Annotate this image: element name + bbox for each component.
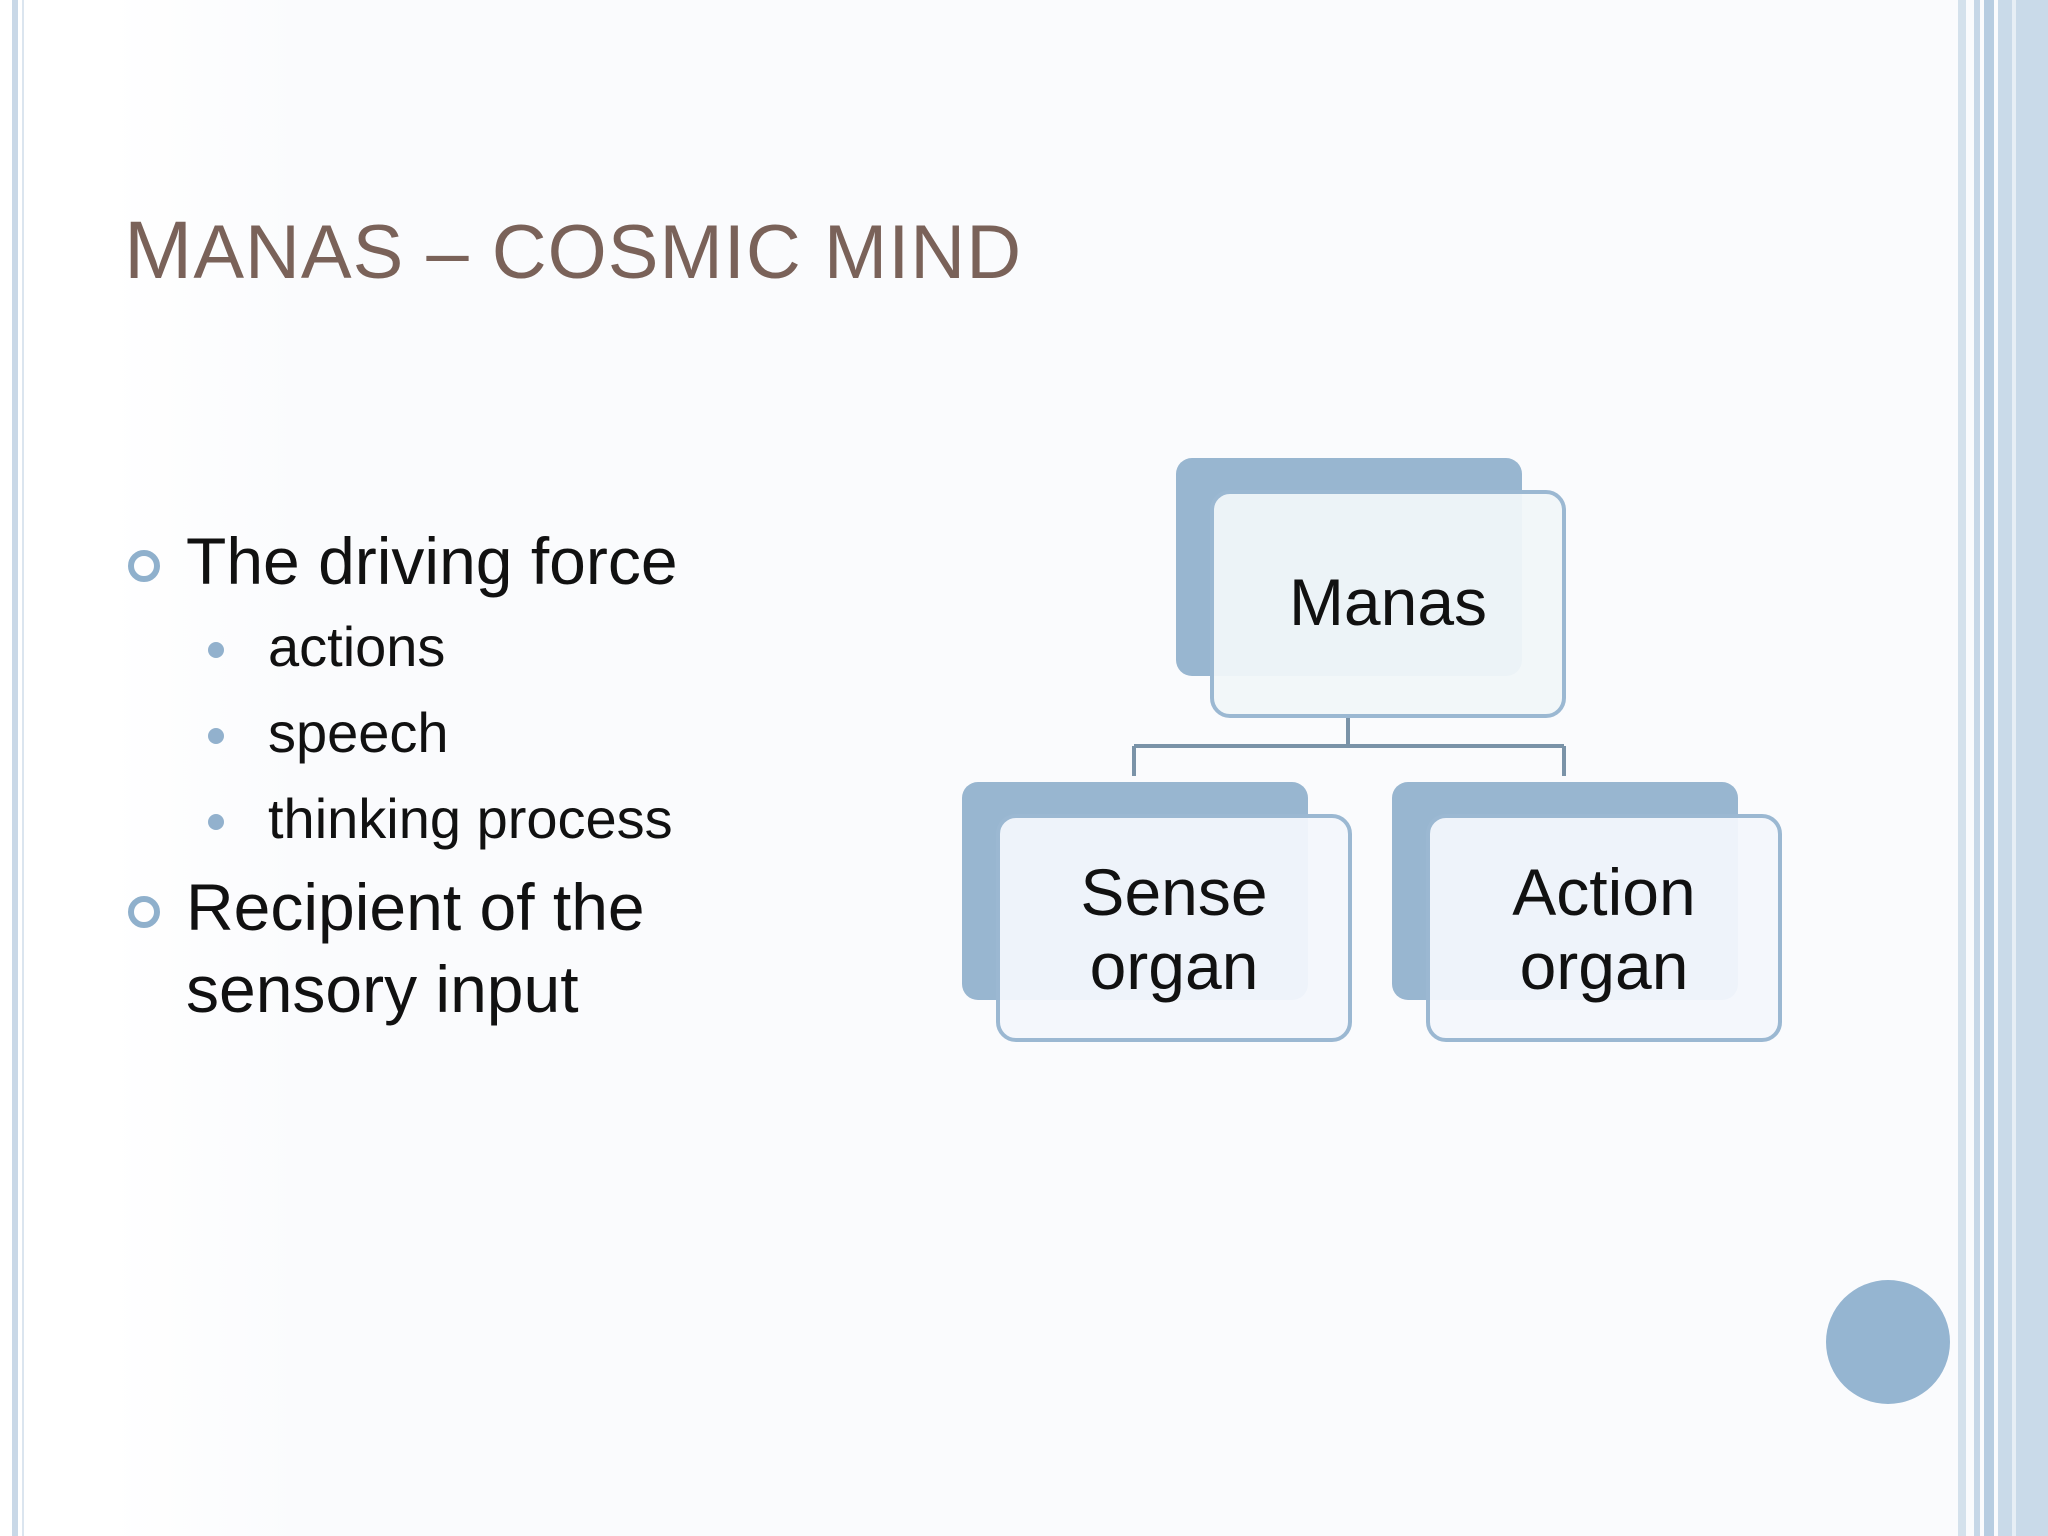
node-manas [1176, 458, 1566, 718]
node-label-sense-organ: Sense organ [998, 855, 1350, 1003]
left-border-stripe [12, 0, 18, 1536]
dot-bullet-icon [208, 642, 224, 658]
diagram-connectors [1132, 716, 1566, 776]
sub-bullet-text: actions [268, 615, 446, 678]
sub-bullet-list: actions speech thinking process [124, 604, 904, 862]
bullet-item: Recipient of the sensory input [124, 866, 826, 1030]
sub-bullet-item: actions [124, 604, 904, 690]
bullet-text: The driving force [186, 524, 678, 598]
node-label-line2: organ [1519, 929, 1689, 1003]
bullet-list: The driving force actions speech thinkin… [124, 520, 904, 1032]
node-label-manas: Manas [1212, 565, 1564, 639]
node-front-card [1210, 490, 1566, 718]
node-root-label: Manas [1288, 565, 1488, 639]
decorative-circle [1826, 1280, 1950, 1404]
node-front-card [996, 814, 1352, 1042]
right-border-stripe [1958, 0, 1966, 1536]
ring-bullet-icon [128, 550, 160, 582]
node-front-card [1426, 814, 1782, 1042]
node-sense-organ [962, 782, 1352, 1042]
right-border-highlight [2012, 0, 2016, 1536]
sub-bullet-text: speech [268, 701, 449, 764]
dot-bullet-icon [208, 814, 224, 830]
right-border-stripe [1984, 0, 1994, 1536]
left-border-stripe-thin [22, 0, 24, 1536]
node-label-line1: Sense [1080, 855, 1268, 929]
node-label-line2: organ [1089, 929, 1259, 1003]
bullet-text: Recipient of the sensory input [186, 870, 645, 1026]
sub-bullet-item: thinking process [124, 776, 904, 862]
slide-title-rest: ANAS – COSMIC MIND [193, 210, 1023, 295]
dot-bullet-icon [208, 728, 224, 744]
slide-title-initial: M [124, 205, 194, 296]
sub-bullet-item: speech [124, 690, 904, 776]
node-label-line1: Action [1512, 855, 1696, 929]
right-border-band [1998, 0, 2048, 1536]
sub-bullet-text: thinking process [268, 787, 673, 850]
slide-title: MANAS – COSMIC MIND [124, 210, 1022, 292]
bullet-item: The driving force [124, 520, 904, 602]
right-border-stripe [1974, 0, 1980, 1536]
node-action-organ [1392, 782, 1782, 1042]
node-label-action-organ: Action organ [1428, 855, 1780, 1003]
ring-bullet-icon [128, 896, 160, 928]
